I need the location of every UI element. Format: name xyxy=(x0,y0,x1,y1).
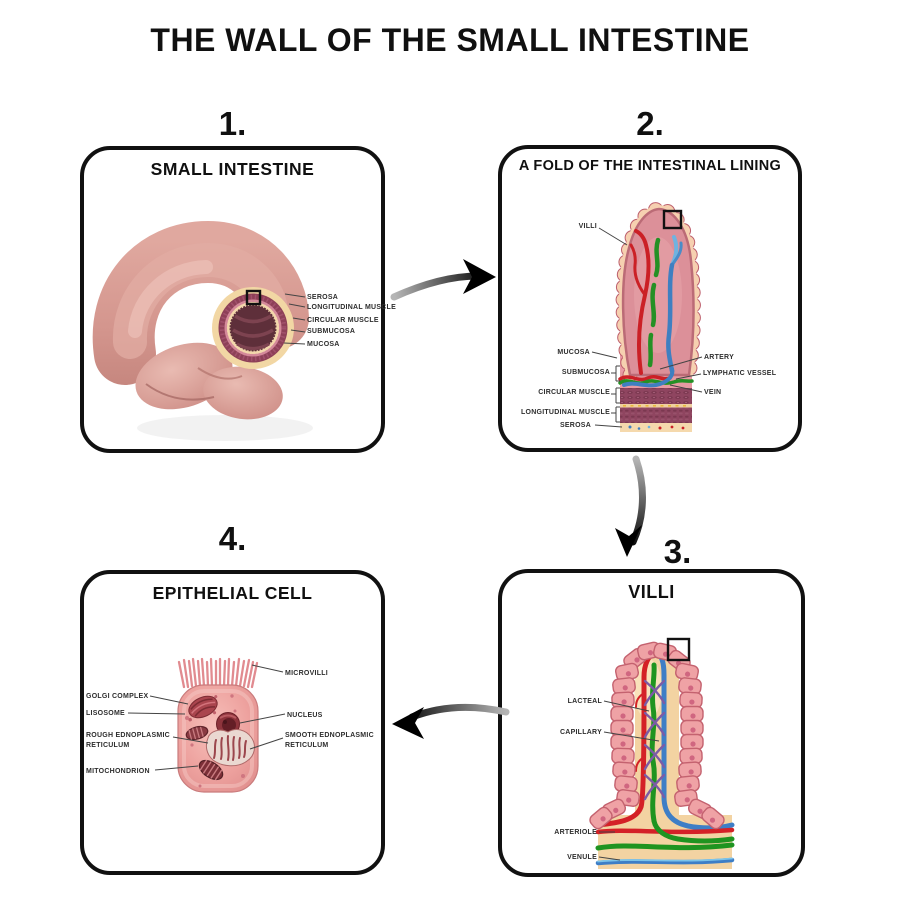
zoom-marker-square xyxy=(245,289,262,306)
zoom-marker-square xyxy=(666,637,691,662)
label-rough-er: ROUGH EDNOPLASMIC RETICULUM xyxy=(86,732,170,750)
panel-4-title: EPITHELIAL CELL xyxy=(152,583,313,603)
panel-epithelial-cell: 4. EPITHELIAL CELL xyxy=(80,522,385,875)
label-villi: VILLI xyxy=(578,223,597,230)
panel-villi: 3. VILLI xyxy=(498,535,805,877)
label-submucosa: SUBMUCOSA xyxy=(307,328,356,335)
epithelial-cell-illustration xyxy=(127,657,286,793)
microvilli xyxy=(177,657,259,689)
panel-3-number: 3. xyxy=(663,533,692,570)
label-vein: VEIN xyxy=(704,389,722,396)
leader-lines xyxy=(283,293,306,345)
wall-layers xyxy=(620,388,692,432)
mitochondrion xyxy=(185,725,224,781)
label-smooth-er: SMOOTH EDNOPLASMIC RETICULUM xyxy=(285,732,374,750)
label-capillary: CAPILLARY xyxy=(559,729,602,736)
fold-body xyxy=(615,201,701,383)
arrow-1-to-2 xyxy=(390,259,496,301)
panel-1-number: 1. xyxy=(218,105,247,142)
label-arteriole: ARTERIOLE xyxy=(554,829,597,836)
leader-lines xyxy=(598,700,660,861)
fold-illustration xyxy=(591,201,703,432)
endoplasmic-reticulum xyxy=(205,729,255,767)
label-longitudinal-muscle: LONGITUDINAL MUSCLE xyxy=(520,409,610,416)
label-artery: ARTERY xyxy=(704,354,735,361)
golgi-complex xyxy=(188,695,218,722)
label-serosa: SEROSA xyxy=(559,422,591,429)
villus-vessels xyxy=(595,649,735,866)
label-golgi-complex: GOLGI COMPLEX xyxy=(86,693,149,700)
panel-1-title: SMALL INTESTINE xyxy=(150,159,315,179)
fold-vessels xyxy=(618,229,694,388)
leader-lines xyxy=(591,227,703,428)
panel-3-title: VILLI xyxy=(628,582,675,602)
label-venule: VENULE xyxy=(567,854,597,861)
label-submucosa: SUBMUCOSA xyxy=(561,369,610,376)
panel-2-number: 2. xyxy=(636,105,664,142)
label-lisosome: LISOSOME xyxy=(86,710,125,717)
panel-fold-of-lining: 2. A FOLD OF THE INTESTINAL LINING xyxy=(498,107,802,452)
label-mucosa: MUCOSA xyxy=(557,349,590,356)
cross-section xyxy=(212,287,294,369)
label-mitochondrion: MITOCHONDRION xyxy=(86,768,150,775)
label-circular-muscle: CIRCULAR MUSCLE xyxy=(538,389,610,396)
leader-lines xyxy=(127,664,286,771)
panel-4-number: 4. xyxy=(218,520,247,557)
label-circular-muscle: CIRCULAR MUSCLE xyxy=(307,317,379,324)
main-title: THE WALL OF THE SMALL INTESTINE xyxy=(150,22,750,58)
label-microvilli: MICROVILLI xyxy=(285,670,328,677)
cytoplasm-granules xyxy=(185,694,245,788)
label-lacteal: LACTEAL xyxy=(567,698,602,705)
label-nucleus: NUCLEUS xyxy=(287,712,323,719)
villus-illustration xyxy=(587,637,735,869)
panel-small-intestine: 1. SMALL INTESTINE xyxy=(80,107,396,453)
panel-2-title: A FOLD OF THE INTESTINAL LINING xyxy=(518,158,782,174)
label-mucosa: MUCOSA xyxy=(307,341,340,348)
label-serosa: SEROSA xyxy=(307,294,339,301)
intestine-tube xyxy=(92,220,313,441)
small-intestine-illustration xyxy=(92,220,313,441)
arrow-3-to-4 xyxy=(392,703,510,739)
label-longitudinal-muscle: LONGITUDINAL MUSCLE xyxy=(307,304,397,311)
zoom-marker-square xyxy=(662,209,683,230)
label-lymphatic-vessel: LYMPHATIC VESSEL xyxy=(703,370,777,377)
